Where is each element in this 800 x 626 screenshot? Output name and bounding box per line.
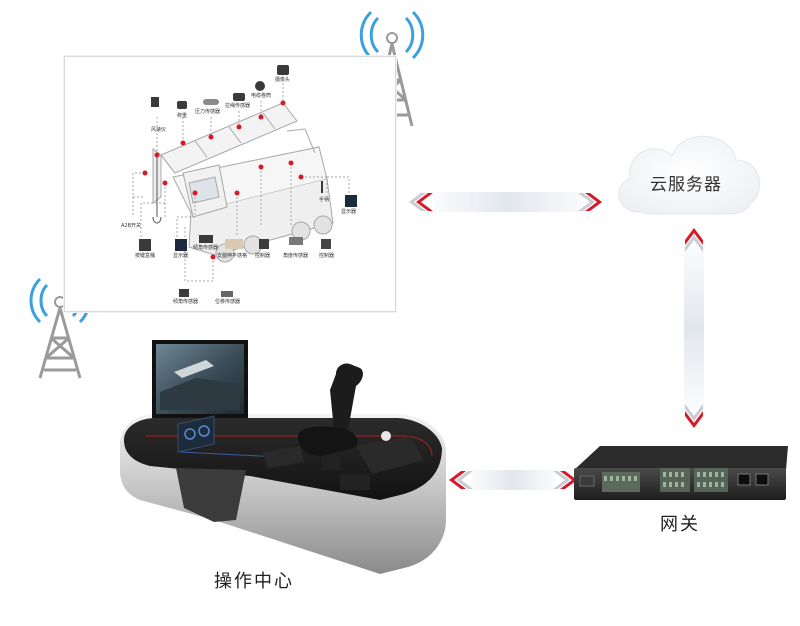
label-display-right: 显示器 bbox=[341, 209, 357, 215]
operation-console-icon bbox=[120, 340, 446, 574]
label-angle-sensor-left: 倾角传感器 bbox=[193, 245, 219, 251]
label-pressure-sensor: 压力传感器 bbox=[195, 109, 221, 115]
link-cloud-gateway bbox=[684, 228, 704, 428]
label-camera: 摄像头 bbox=[275, 77, 291, 83]
label-wind-speed: 风速仪 bbox=[151, 127, 167, 133]
label-cable-drum: 电缆卷筒 bbox=[251, 93, 272, 99]
label-position-sensor: 位移传感器 bbox=[215, 299, 241, 305]
label-support-leg: 支腿伸平感格 bbox=[217, 253, 248, 259]
label-handle: 手柄 bbox=[319, 197, 330, 203]
gateway-device-icon bbox=[574, 446, 788, 500]
arrow-up-red bbox=[685, 228, 703, 245]
link-center-gateway bbox=[449, 470, 577, 490]
crane-truck-illustration bbox=[132, 65, 357, 297]
label-remote-button: 按键盒桶 bbox=[135, 253, 156, 259]
label-weight: 称重 bbox=[177, 113, 188, 119]
cloud-icon bbox=[618, 135, 761, 215]
arrow-left-red bbox=[416, 193, 433, 211]
label-angle-sensor-right: 角度传感器 bbox=[283, 253, 309, 259]
arrow-right-red bbox=[585, 193, 602, 211]
crane-schematic-panel: 风速仪 称重 压力传感器 拉绳传感器 电缆卷筒 摄像头 手柄 显示器 A2B开关… bbox=[64, 56, 396, 312]
arrow-right-red bbox=[560, 471, 577, 489]
label-controller-mid: 控制器 bbox=[255, 253, 271, 259]
label-display-left: 显示器 bbox=[173, 253, 189, 259]
gateway-label: 网关 bbox=[660, 514, 700, 535]
label-rope-sensor: 拉绳传感器 bbox=[225, 103, 251, 109]
arrow-down-red bbox=[685, 411, 703, 428]
link-crane-cloud bbox=[409, 192, 602, 212]
cloud-server-label: 云服务器 bbox=[650, 175, 722, 195]
label-a2b-switch: A2B开关 bbox=[121, 223, 142, 229]
label-tilt-sensor: 倾角传感器 bbox=[173, 299, 199, 305]
operation-center-label: 操作中心 bbox=[214, 571, 294, 592]
label-controller-right: 控制器 bbox=[319, 253, 335, 259]
arrow-left-red bbox=[449, 471, 466, 489]
